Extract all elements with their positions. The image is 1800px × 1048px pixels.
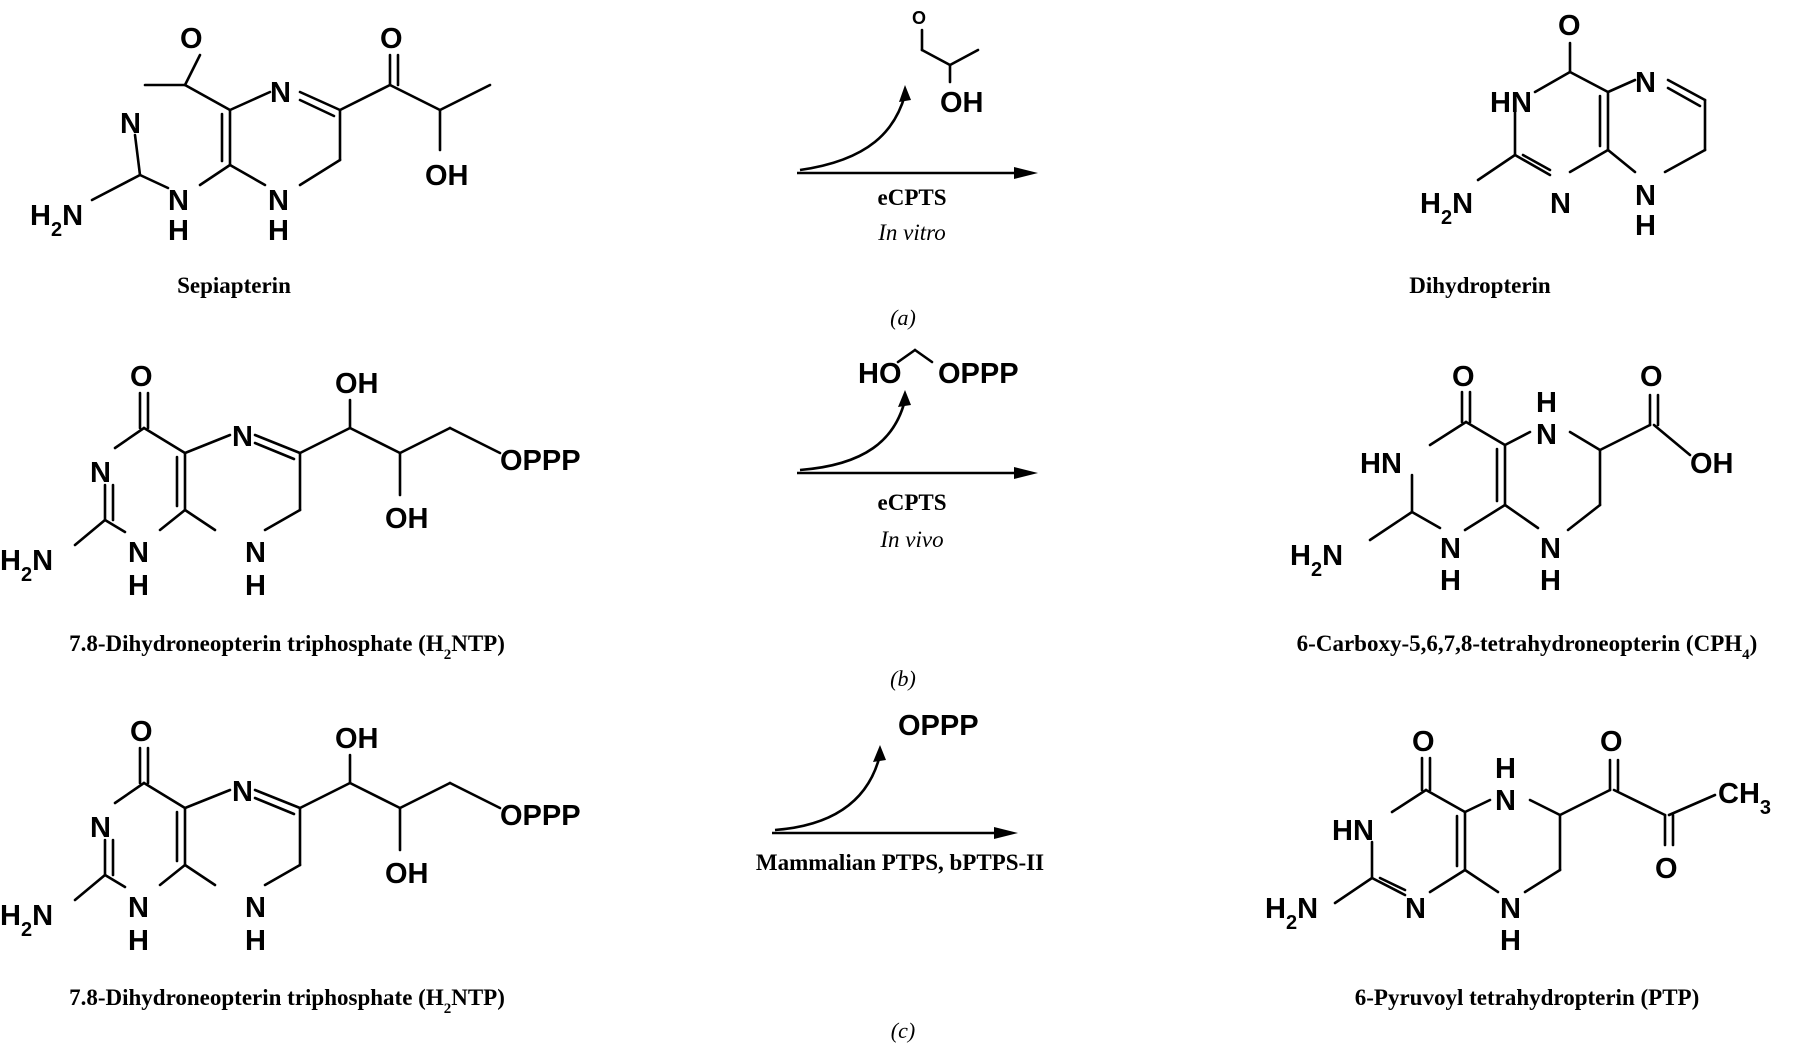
atom-label: H2N <box>1290 540 1343 581</box>
atom-label: H <box>245 570 266 602</box>
atom-label: N <box>90 812 111 844</box>
atom-label: N <box>1536 419 1557 451</box>
atom-label: H <box>1540 565 1561 597</box>
atom-label: H <box>1635 210 1656 242</box>
atom-label: OPPP <box>500 445 581 477</box>
atom-label: O <box>130 361 153 393</box>
atom-label: N <box>120 108 141 140</box>
atom-label: H2N <box>1265 893 1318 934</box>
atom-label: N <box>1495 785 1516 817</box>
condition-label: In vivo <box>879 527 943 552</box>
atom-label: N <box>1635 180 1656 212</box>
dihydropterin-structure: O HN N H2N N N H <box>1420 10 1707 242</box>
atom-label: OH <box>385 858 429 890</box>
hydroxymethyl-triphosphate-byproduct: HO OPPP <box>858 348 1019 390</box>
atom-label: O <box>1655 853 1678 885</box>
enzyme-label: Mammalian PTPS, bPTPS-II <box>756 850 1044 875</box>
atom-label: N <box>245 537 266 569</box>
atom-label: O <box>380 23 403 55</box>
arrowhead <box>899 85 911 102</box>
atom-label: N <box>245 892 266 924</box>
atom-label: HN <box>1490 87 1532 119</box>
atom-label: O <box>1452 361 1475 393</box>
atom-label: N <box>1500 893 1521 925</box>
atom-label: H <box>1495 753 1516 785</box>
atom-label: H <box>168 215 189 247</box>
atom-label: O <box>1412 726 1435 758</box>
h2ntp-structure: O N N OH OH OPPP H2N N H N H <box>0 361 581 602</box>
atom-label: H <box>1500 925 1521 957</box>
atom-label: HO <box>858 358 902 390</box>
dihydropterin-name: Dihydropterin <box>1409 273 1551 298</box>
arrowhead <box>898 390 911 407</box>
atom-label: N <box>128 537 149 569</box>
atom-label: OH <box>425 160 469 192</box>
sepiapterin-name: Sepiapterin <box>177 273 291 298</box>
panel-label: (a) <box>890 305 916 330</box>
cph4-name: 6-Carboxy-5,6,7,8-tetrahydroneopterin (C… <box>1297 631 1758 663</box>
atom-label: H <box>1440 565 1461 597</box>
atom-label: OH <box>1690 448 1734 480</box>
atom-label: H <box>268 215 289 247</box>
atom-label: O <box>1600 726 1623 758</box>
enzyme-label: eCPTS <box>878 185 947 210</box>
atom-label: N <box>1405 893 1426 925</box>
atom-label: N <box>270 77 291 109</box>
cph4-structure: O HN H N O OH H2N N H N H <box>1290 361 1734 597</box>
h2ntp-name: 7.8-Dihydroneopterin triphosphate (H2NTP… <box>69 985 505 1017</box>
atom-label: O <box>1640 361 1663 393</box>
atom-label: H <box>1536 387 1557 419</box>
enzyme-label: eCPTS <box>878 490 947 515</box>
atom-label: H <box>245 925 266 957</box>
atom-label: H2N <box>1420 188 1473 229</box>
panel-label: (b) <box>890 666 916 691</box>
atom-label: N <box>268 185 289 217</box>
atom-label: N <box>128 892 149 924</box>
ptp-structure: O HN H N O O CH3 H2N N N H <box>1265 726 1771 957</box>
arrowhead <box>1014 167 1038 179</box>
atom-label: N <box>1540 533 1561 565</box>
atom-label: N <box>1550 188 1571 220</box>
arrowhead <box>873 745 886 762</box>
h2ntp-structure: O N N OH OH OPPP H2N N H N H <box>0 716 581 957</box>
atom-label: OH <box>940 87 984 119</box>
atom-label: OPPP <box>500 800 581 832</box>
atom-label: HN <box>1360 448 1402 480</box>
atom-label: H2N <box>0 545 53 586</box>
atom-label: N <box>232 776 253 808</box>
condition-label: In vitro <box>877 220 946 245</box>
sepiapterin-structure: O N N O OH H2N N H N H <box>30 23 492 247</box>
arrowhead <box>1014 467 1038 479</box>
oppp-byproduct: OPPP <box>898 710 979 742</box>
reaction-b: O N N OH OH OPPP H2N N H N H 7.8-Dihydro… <box>0 348 1758 691</box>
atom-label: O <box>180 23 203 55</box>
lactaldehyde-byproduct: O OH <box>912 8 984 119</box>
atom-label: H2N <box>0 900 53 941</box>
atom-label: H2N <box>30 200 83 241</box>
arrowhead <box>994 827 1018 839</box>
atom-label: N <box>1635 67 1656 99</box>
atom-label: OH <box>385 503 429 535</box>
atom-label: N <box>1440 533 1461 565</box>
panel-label: (c) <box>891 1018 915 1043</box>
h2ntp-name: 7.8-Dihydroneopterin triphosphate (H2NTP… <box>69 631 505 663</box>
atom-label: O <box>912 8 926 28</box>
atom-label: OH <box>335 723 379 755</box>
atom-label: HN <box>1332 815 1374 847</box>
atom-label: H <box>128 570 149 602</box>
ptp-name: 6-Pyruvoyl tetrahydropterin (PTP) <box>1355 985 1700 1010</box>
atom-label: OH <box>335 368 379 400</box>
atom-label: OPPP <box>938 358 1019 390</box>
atom-label: N <box>168 185 189 217</box>
reaction-c: O N N OH OH OPPP H2N N H N H 7.8-Dihydro… <box>0 710 1771 1043</box>
reaction-a: O N N O OH H2N N H N H Sepiapterin O OH … <box>30 8 1707 330</box>
atom-label: N <box>90 457 111 489</box>
atom-label: CH3 <box>1718 778 1771 819</box>
atom-label: N <box>232 421 253 453</box>
atom-label: H <box>128 925 149 957</box>
atom-label: O <box>130 716 153 748</box>
atom-label: O <box>1558 10 1581 42</box>
